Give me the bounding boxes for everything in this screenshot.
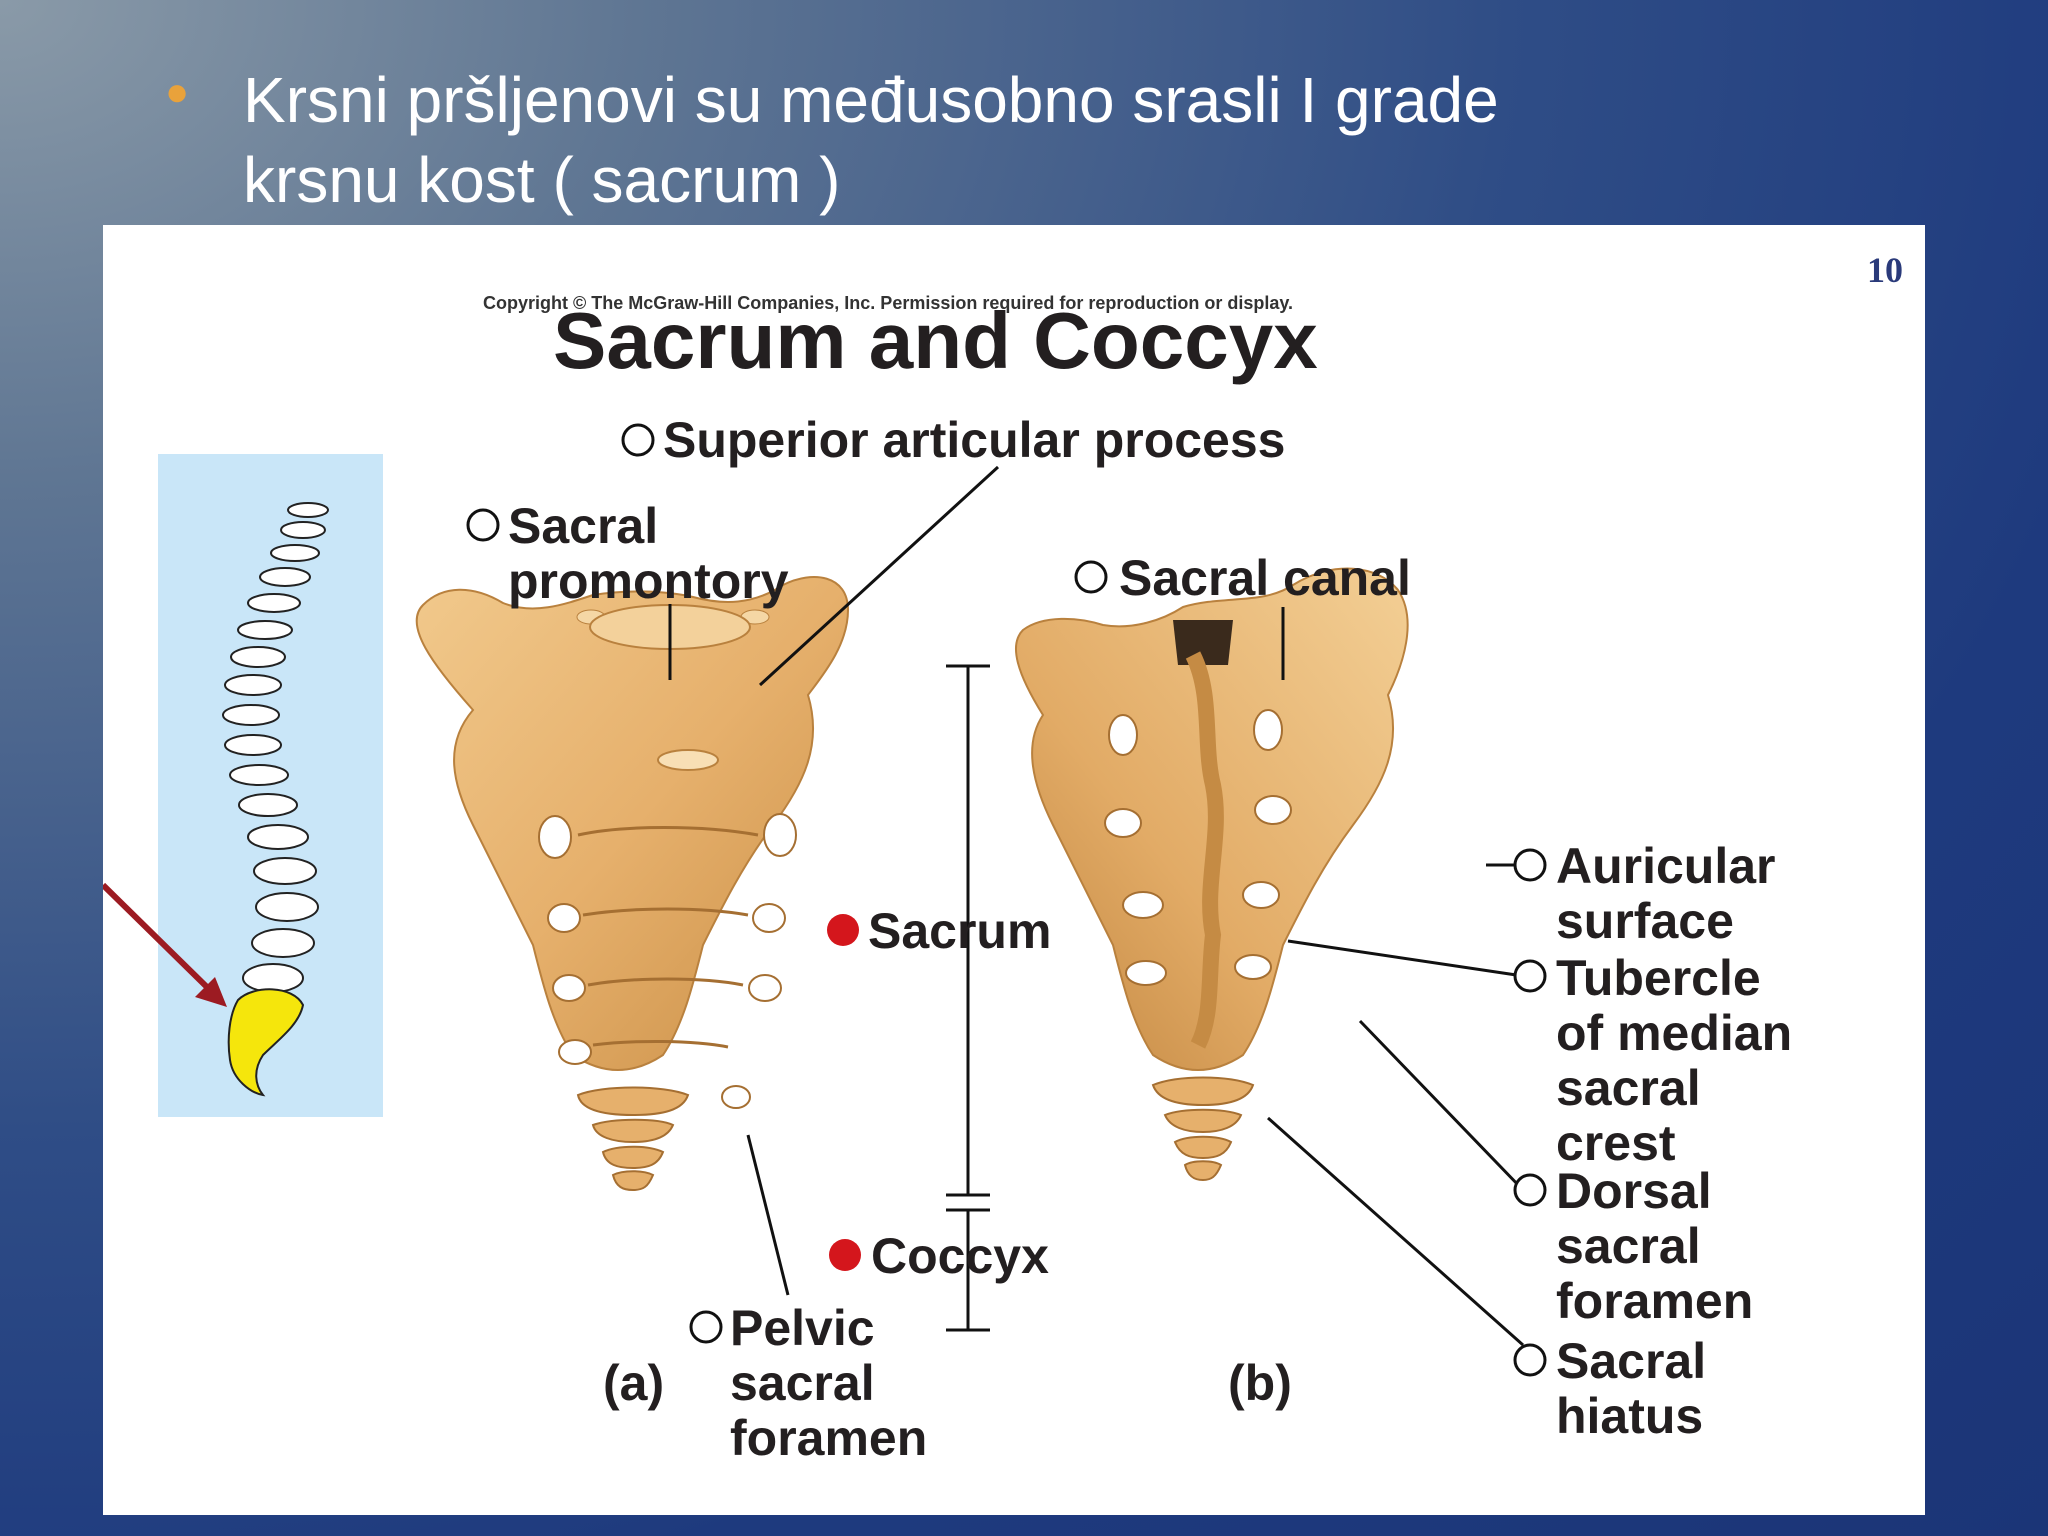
sacral-canal-opening xyxy=(1173,620,1233,665)
label-dorsal-line1: Dorsal xyxy=(1556,1163,1712,1219)
label-pelvic-line2: sacral xyxy=(730,1355,875,1411)
marker-auricular-surface xyxy=(1513,848,1547,882)
label-superior-articular-process: Superior articular process xyxy=(663,412,1285,468)
label-sacral-canal: Sacral canal xyxy=(1119,550,1411,606)
coccyx-anterior xyxy=(576,1086,690,1192)
dorsal-foramen xyxy=(1104,808,1142,838)
pelvic-foramen xyxy=(558,1039,592,1065)
pelvic-foramen xyxy=(552,974,586,1002)
pelvic-foramen xyxy=(763,813,797,857)
figure-title: Sacrum and Coccyx xyxy=(553,296,1318,385)
dorsal-foramen xyxy=(1242,881,1280,909)
spine-illustration xyxy=(222,502,329,993)
dorsal-foramen xyxy=(1125,960,1167,986)
bullet-line-1: Krsni pršljenovi su međusobno srasli I g… xyxy=(243,64,1499,136)
pelvic-foramen xyxy=(538,815,572,859)
spine-inset xyxy=(103,454,383,1117)
pelvic-foramen xyxy=(748,974,782,1002)
label-dorsal-line3: foramen xyxy=(1556,1273,1753,1329)
label-pelvic-line3: foramen xyxy=(730,1410,927,1466)
marker-sacral-promontory xyxy=(466,508,500,542)
copyright-notice: Copyright © The McGraw-Hill Companies, I… xyxy=(483,293,1293,313)
pointer-arrow-head xyxy=(195,977,227,1007)
label-markers xyxy=(466,423,1547,1377)
marker-sacral-hiatus xyxy=(1513,1343,1547,1377)
pelvic-foramen xyxy=(721,1085,751,1109)
leader-lines xyxy=(668,465,1530,1347)
label-view-a: (a) xyxy=(603,1355,664,1411)
sacrum-coccyx-figure: 10 Copyright © The McGraw-Hill Companies… xyxy=(103,250,1903,1466)
label-tubercle-line1: Tubercle xyxy=(1556,950,1761,1006)
label-pelvic-line1: Pelvic xyxy=(730,1300,875,1356)
marker-sacral-canal xyxy=(1074,560,1108,594)
label-hiatus-line2: hiatus xyxy=(1556,1388,1703,1444)
marker-pelvic-sacral-foramen xyxy=(689,1310,723,1344)
marker-sacrum xyxy=(827,914,859,946)
marker-dorsal-sacral-foramen xyxy=(1513,1173,1547,1207)
label-sacral-promontory-line2: promontory xyxy=(508,553,789,609)
highlighted-sacrum xyxy=(227,988,305,1097)
label-tubercle-line4: crest xyxy=(1556,1115,1676,1171)
label-coccyx: Coccyx xyxy=(871,1228,1049,1284)
bullet-line-2: krsnu kost ( sacrum ) xyxy=(243,144,841,216)
label-auricular-line2: surface xyxy=(1556,893,1734,949)
bullet-text: Krsni pršljenovi su međusobno srasli I g… xyxy=(243,60,1499,220)
label-tubercle-line3: sacral xyxy=(1556,1060,1701,1116)
dorsal-foramen xyxy=(1253,709,1283,751)
figure-panel: 10 Copyright © The McGraw-Hill Companies… xyxy=(103,225,1925,1515)
label-view-b: (b) xyxy=(1228,1355,1292,1411)
pointer-arrow-shaft xyxy=(103,882,216,996)
sacrum-posterior-view xyxy=(1015,567,1409,1182)
dorsal-foramen xyxy=(1234,954,1272,980)
label-auricular-line1: Auricular xyxy=(1556,838,1776,894)
label-tubercle-line2: of median xyxy=(1556,1005,1792,1061)
marker-tubercle xyxy=(1513,959,1547,993)
dorsal-foramen xyxy=(1122,891,1164,919)
sacrum-anterior-body xyxy=(415,576,850,1071)
marker-superior-articular-process xyxy=(621,423,655,457)
page-number: 10 xyxy=(1867,250,1903,290)
sacrum-anterior-view xyxy=(415,576,850,1192)
dorsal-foramen xyxy=(1254,795,1292,825)
label-sacral-promontory-line1: Sacral xyxy=(508,498,658,554)
label-dorsal-line2: sacral xyxy=(1556,1218,1701,1274)
pelvic-foramen xyxy=(547,903,581,933)
pelvic-foramen xyxy=(752,903,786,933)
bullet-dot-icon: ● xyxy=(165,70,190,114)
coccyx-posterior xyxy=(1151,1076,1255,1182)
marker-coccyx xyxy=(829,1239,861,1271)
median-sacral-crest xyxy=(1185,651,1224,1049)
label-hiatus-line1: Sacral xyxy=(1556,1333,1706,1389)
dorsal-foramen xyxy=(1108,714,1138,756)
label-sacrum: Sacrum xyxy=(868,903,1051,959)
